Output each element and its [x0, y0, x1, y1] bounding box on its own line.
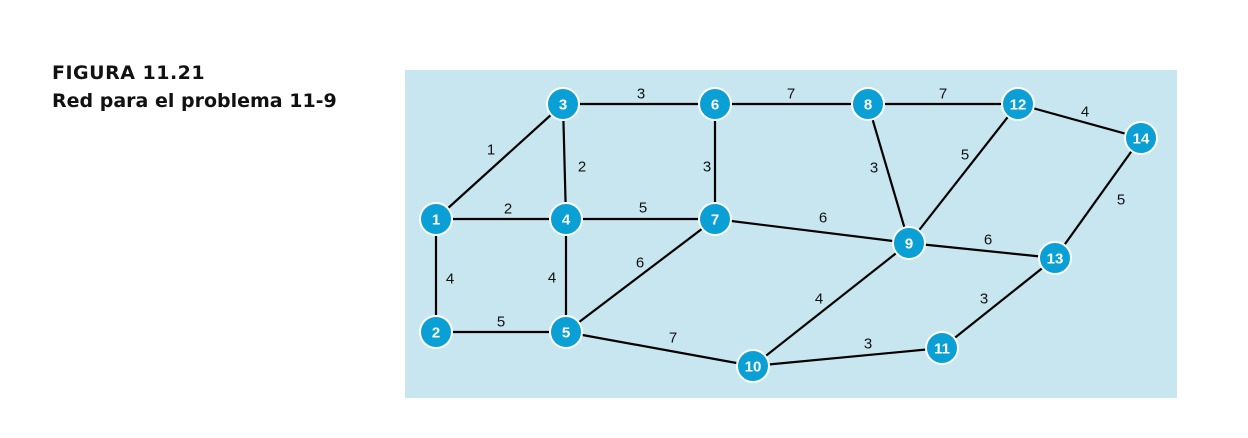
edge-10-11 [752, 346, 943, 368]
edge-8-9 [866, 103, 911, 244]
node-circle-8 [851, 87, 885, 121]
node-circle-11 [925, 331, 959, 365]
node-4: 4 [549, 202, 583, 236]
figure-title: Red para el problema 11-9 [52, 90, 337, 112]
node-circle-14 [1124, 121, 1158, 155]
edge-11-13 [941, 257, 1056, 349]
edge-weight-2-5: 5 [497, 314, 505, 331]
node-14: 14 [1124, 121, 1158, 155]
edge-12-14 [1017, 102, 1142, 140]
node-label-13: 13 [1047, 251, 1064, 268]
edge-weight-8-12: 7 [939, 86, 947, 103]
node-9: 9 [892, 226, 926, 260]
node-circle-2 [419, 315, 453, 349]
figure-number: FIGURA 11.21 [52, 62, 206, 84]
edge-weight-10-11: 3 [864, 336, 872, 353]
node-label-10: 10 [745, 359, 762, 376]
node-6: 6 [698, 87, 732, 121]
edge-5-10 [565, 330, 754, 368]
node-label-9: 9 [905, 236, 913, 253]
node-circle-12 [1001, 87, 1035, 121]
edge-weight-4-5: 4 [548, 270, 556, 287]
node-10: 10 [736, 349, 770, 383]
edge-weight-4-7: 5 [639, 200, 647, 217]
node-label-11: 11 [934, 341, 950, 358]
node-circle-1 [419, 202, 453, 236]
edge-weight-3-4: 2 [578, 159, 586, 176]
edge-13-14 [1054, 137, 1142, 259]
edge-weight-1-3: 1 [487, 142, 495, 159]
node-circle-6 [698, 87, 732, 121]
node-13: 13 [1038, 241, 1072, 275]
diagram-background [405, 70, 1177, 398]
edge-1-3 [435, 103, 564, 220]
edge-weight-1-2: 4 [446, 271, 454, 288]
edge-weight-7-9: 6 [819, 210, 827, 227]
node-circle-7 [698, 202, 732, 236]
node-circle-3 [546, 87, 580, 121]
node-circle-13 [1038, 241, 1072, 275]
node-8: 8 [851, 87, 885, 121]
edge-weight-11-13: 3 [980, 291, 988, 308]
edge-weight-6-8: 7 [787, 86, 795, 103]
node-label-12: 12 [1010, 97, 1027, 114]
edge-weight-3-6: 3 [637, 86, 645, 103]
node-circle-9 [892, 226, 926, 260]
edge-7-9 [714, 217, 910, 245]
node-11: 11 [925, 331, 959, 365]
node-3: 3 [546, 87, 580, 121]
node-label-8: 8 [864, 97, 872, 114]
edge-9-10 [752, 242, 910, 367]
figure-caption: FIGURA 11.21 Red para el problema 11-9 [52, 62, 337, 112]
edge-weight-5-10: 7 [669, 330, 677, 347]
node-label-7: 7 [711, 212, 719, 229]
node-circle-5 [549, 315, 583, 349]
edge-weight-9-13: 6 [984, 232, 992, 249]
node-circle-4 [549, 202, 583, 236]
node-circle-10 [736, 349, 770, 383]
edge-weight-9-12: 5 [961, 147, 969, 164]
node-5: 5 [549, 315, 583, 349]
edge-weight-9-10: 4 [815, 291, 823, 308]
edge-weight-5-7: 6 [636, 255, 644, 272]
node-label-1: 1 [432, 212, 440, 229]
node-label-6: 6 [711, 97, 719, 114]
edge-weight-6-7: 3 [703, 159, 711, 176]
node-7: 7 [698, 202, 732, 236]
node-label-4: 4 [562, 212, 571, 229]
node-label-2: 2 [432, 325, 440, 342]
edge-weight-13-14: 5 [1117, 192, 1125, 209]
edge-9-12 [908, 103, 1019, 244]
node-label-3: 3 [559, 97, 567, 114]
edge-9-13 [908, 241, 1056, 260]
edge-weight-1-4: 2 [504, 201, 512, 218]
edge-5-7 [565, 218, 716, 333]
node-2: 2 [419, 315, 453, 349]
node-label-14: 14 [1133, 131, 1150, 148]
edge-weight-12-14: 4 [1081, 104, 1089, 121]
edge-weight-8-9: 3 [870, 160, 878, 177]
node-label-5: 5 [562, 325, 570, 342]
node-1: 1 [419, 202, 453, 236]
edge-3-4 [561, 103, 568, 220]
edges-layer [434, 102, 1142, 368]
node-12: 12 [1001, 87, 1035, 121]
